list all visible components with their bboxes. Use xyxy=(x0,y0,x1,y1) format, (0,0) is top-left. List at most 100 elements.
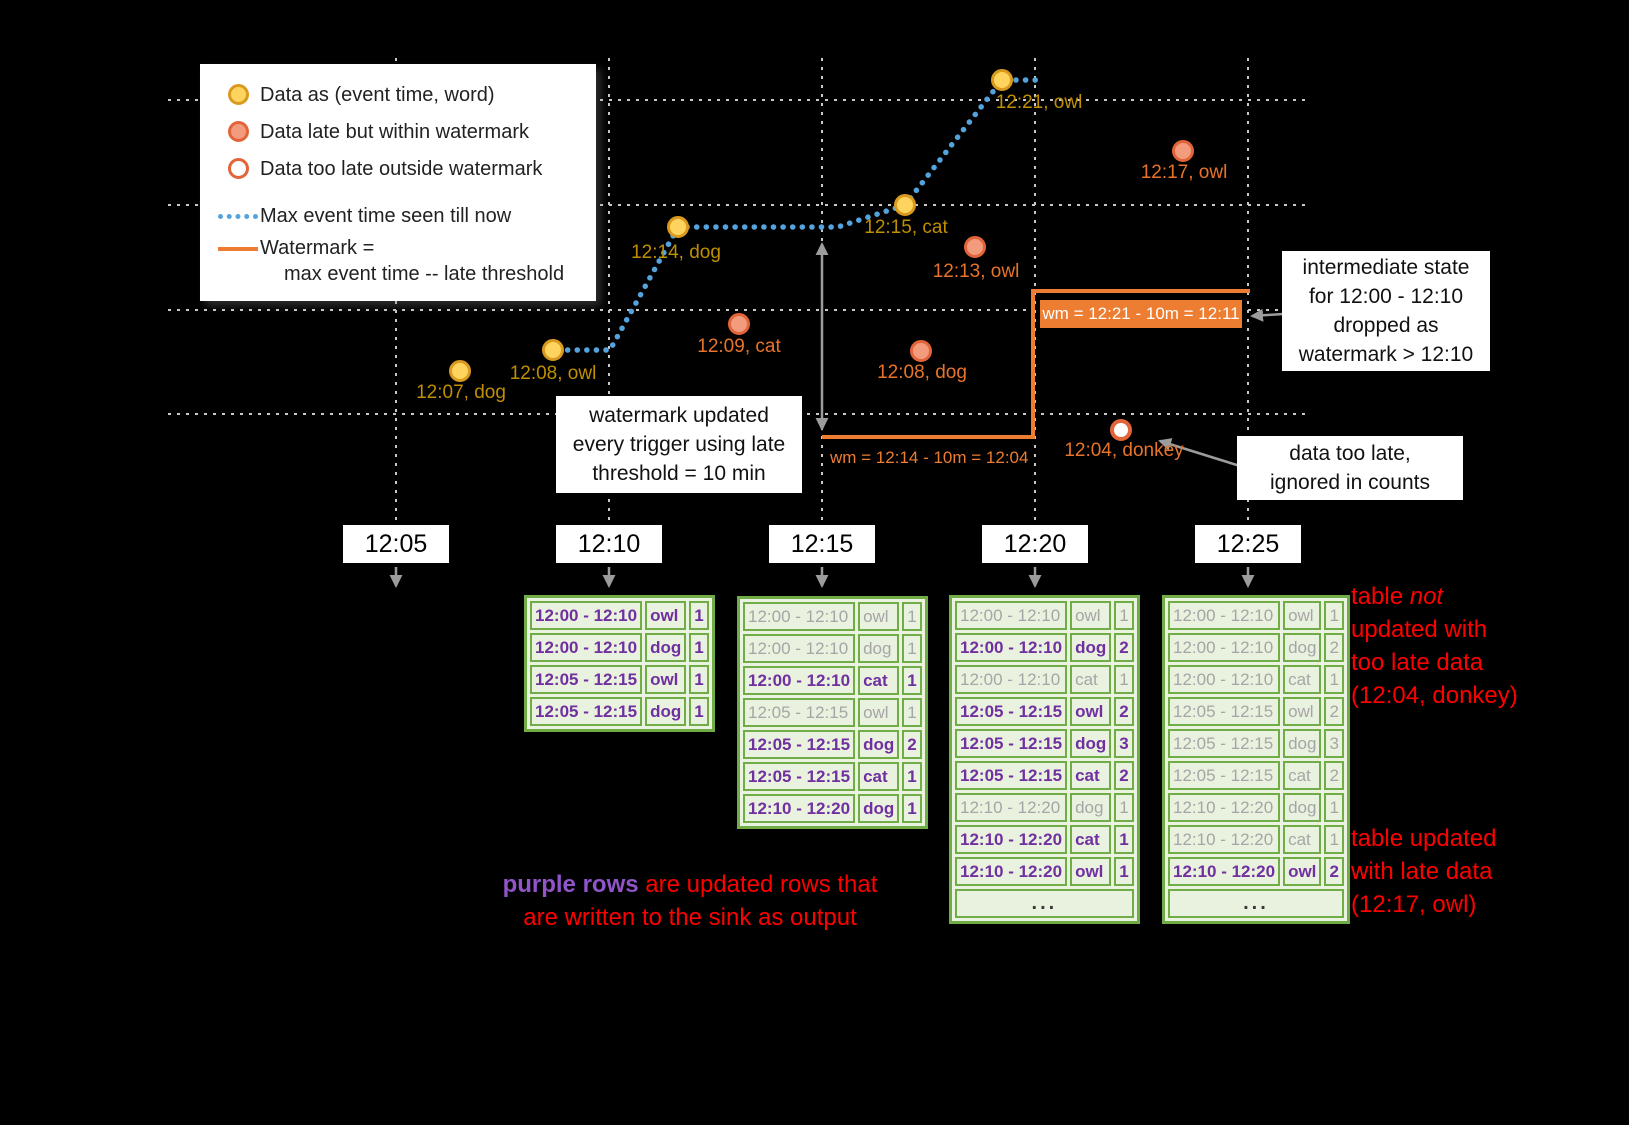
dot-on-time-12-07-dog xyxy=(449,360,471,382)
word-cell: dog xyxy=(645,633,687,662)
note-line: (12:04, donkey) xyxy=(1351,682,1518,709)
event-label: 12:14, dog xyxy=(631,242,721,263)
window-cell: 12:05 - 12:15 xyxy=(743,730,856,759)
legend-label: Max event time seen till now xyxy=(260,205,512,227)
count-cell: 1 xyxy=(1114,665,1134,694)
count-cell: 1 xyxy=(1324,793,1344,822)
watermark-line-icon xyxy=(216,247,260,251)
event-label: 12:09, cat xyxy=(697,336,781,357)
purple-rows-highlight: purple rows xyxy=(502,871,639,898)
legend: Data as (event time, word) Data late but… xyxy=(200,64,596,301)
dot-late-12-17-owl xyxy=(1172,140,1194,162)
count-cell: 1 xyxy=(902,634,922,663)
event-label: 12:04, donkey xyxy=(1064,440,1184,461)
watermark-label-line2: max event time -- late threshold xyxy=(284,263,565,285)
legend-item-max-event-time: Max event time seen till now xyxy=(216,199,580,233)
callout-line: for 12:00 - 12:10 xyxy=(1308,285,1464,308)
count-cell: 1 xyxy=(902,602,922,631)
dot-late-12-13-owl xyxy=(964,236,986,258)
count-cell: 2 xyxy=(1114,697,1134,726)
count-cell: 2 xyxy=(1324,633,1344,662)
event-label: 12:21, owl xyxy=(995,92,1083,113)
word-cell: cat xyxy=(1070,665,1112,694)
legend-label: Watermark = max event time -- late thres… xyxy=(260,235,564,287)
late-dot-icon xyxy=(216,121,260,142)
word-cell: cat xyxy=(1283,825,1322,854)
watermark-value-1: wm = 12:14 - 10m = 12:04 xyxy=(830,448,1029,467)
legend-label: Data too late outside watermark xyxy=(260,157,543,180)
word-cell: owl xyxy=(858,602,900,631)
dot-on-time-12-08-owl xyxy=(542,339,564,361)
callout-watermark-updated: watermark updated every trigger using la… xyxy=(556,396,802,493)
ellipsis-cell: ... xyxy=(1168,889,1344,918)
note-line: are written to the sink as output xyxy=(523,904,857,931)
count-cell: 1 xyxy=(689,601,709,630)
window-cell: 12:05 - 12:15 xyxy=(1168,761,1281,790)
word-cell: cat xyxy=(1070,825,1112,854)
note-text: are updated rows that xyxy=(638,871,878,898)
word-cell: dog xyxy=(858,730,900,759)
word-cell: owl xyxy=(645,665,687,694)
callout-data-too-late: data too late, ignored in counts xyxy=(1237,436,1463,500)
note-table-not-updated: table not updated with too late data (12… xyxy=(1351,580,1561,712)
legend-item-late: Data late but within watermark xyxy=(216,113,580,150)
dot-late-12-09-cat xyxy=(728,313,750,335)
event-label: 12:13, owl xyxy=(932,261,1020,282)
window-cell: 12:10 - 12:20 xyxy=(955,825,1068,854)
count-cell: 1 xyxy=(689,665,709,694)
count-cell: 1 xyxy=(902,698,922,727)
event-label: 12:08, dog xyxy=(877,362,967,383)
watermark-label-line1: Watermark = xyxy=(260,237,375,259)
table-ellipsis-row: ... xyxy=(955,889,1134,918)
window-cell: 12:00 - 12:10 xyxy=(743,634,856,663)
dot-late-12-08-dog xyxy=(910,340,932,362)
word-cell: dog xyxy=(645,697,687,726)
word-cell: owl xyxy=(1070,857,1112,886)
count-cell: 1 xyxy=(1324,665,1344,694)
count-cell: 1 xyxy=(1324,601,1344,630)
word-cell: owl xyxy=(1070,601,1112,630)
callout-line: dropped as xyxy=(1333,314,1439,337)
window-cell: 12:10 - 12:20 xyxy=(955,857,1068,886)
note-table-updated-late: table updated with late data (12:17, owl… xyxy=(1351,822,1561,921)
trigger-time-12-05: 12:05 xyxy=(343,525,449,563)
dropped-state-arrow-icon xyxy=(1250,308,1284,322)
window-cell: 12:05 - 12:15 xyxy=(955,697,1068,726)
count-cell: 1 xyxy=(689,633,709,662)
word-cell: dog xyxy=(1070,793,1112,822)
word-cell: dog xyxy=(1070,729,1112,758)
count-cell: 3 xyxy=(1114,729,1134,758)
word-cell: owl xyxy=(645,601,687,630)
count-cell: 1 xyxy=(902,794,922,823)
note-line: with late data xyxy=(1351,858,1493,885)
dot-on-time-12-14-dog xyxy=(667,216,689,238)
word-cell: dog xyxy=(1070,633,1112,662)
count-cell: 2 xyxy=(1324,857,1344,886)
trigger-time-12-25: 12:25 xyxy=(1195,525,1301,563)
legend-label: Data late but within watermark xyxy=(260,120,530,143)
ellipsis-cell: ... xyxy=(955,889,1134,918)
window-cell: 12:00 - 12:10 xyxy=(955,601,1068,630)
count-cell: 1 xyxy=(1114,825,1134,854)
count-cell: 3 xyxy=(1324,729,1344,758)
dot-too-late-12-04-donkey xyxy=(1110,419,1132,441)
max-event-time-line-icon xyxy=(216,213,260,219)
